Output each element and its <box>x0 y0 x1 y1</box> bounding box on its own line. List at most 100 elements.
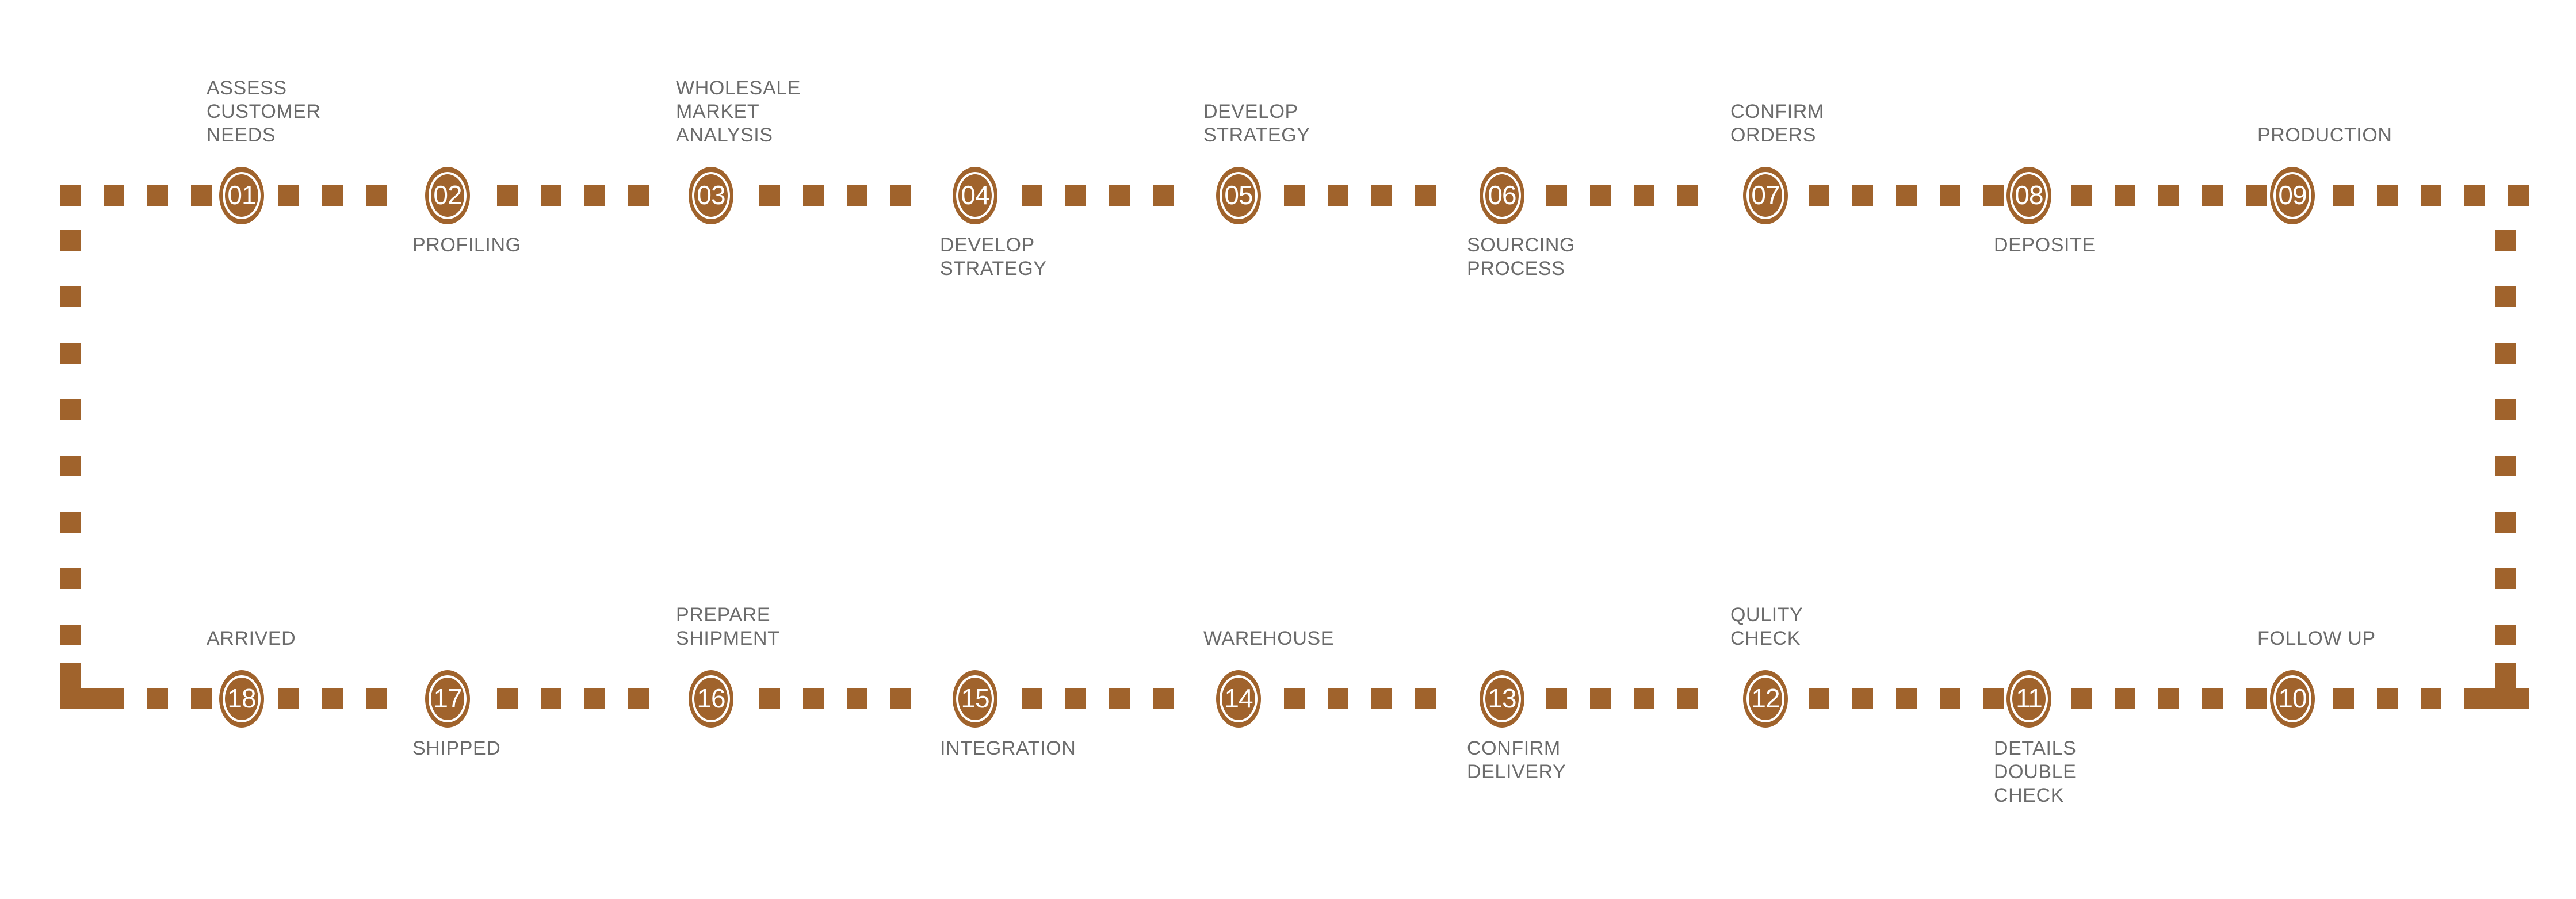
rail-dash-top <box>759 185 780 206</box>
step-number: 15 <box>961 683 989 713</box>
rail-dash-top <box>497 185 518 206</box>
rail-dash-right-vertical <box>2495 512 2516 533</box>
rail-dash-top <box>2421 185 2441 206</box>
step-node-ring-icon <box>692 172 730 219</box>
rail-dash-top <box>1153 185 1174 206</box>
step-label-11: DETAILS DOUBLE CHECK <box>1994 737 2077 806</box>
rail-dash-left-vertical <box>60 399 81 420</box>
step-label-01: ASSESS CUSTOMER NEEDS <box>207 77 321 146</box>
rail-dash-bottom <box>759 688 780 709</box>
rail-dash-bottom <box>803 688 824 709</box>
rail-dash-top <box>2115 185 2135 206</box>
step-node-ring-icon <box>1746 675 1784 722</box>
step-node-14[interactable]: 14 <box>1216 670 1261 728</box>
rail-corner-bottom-right-foot <box>2471 688 2516 709</box>
step-label-02: PROFILING <box>412 234 521 256</box>
step-label-05: DEVELOP STRATEGY <box>1203 101 1310 146</box>
rail-dash-bottom <box>104 688 124 709</box>
step-node-02[interactable]: 02 <box>425 167 470 224</box>
rail-dash-top <box>366 185 387 206</box>
rail-dash-left-vertical <box>60 512 81 533</box>
step-node-12[interactable]: 12 <box>1743 670 1788 728</box>
rail-dash-top <box>541 185 561 206</box>
rail-dash-bottom <box>2246 688 2267 709</box>
step-number: 12 <box>1751 683 1780 713</box>
step-label-18: ARRIVED <box>207 628 296 649</box>
rail-dash-top <box>278 185 299 206</box>
step-node-ring-icon <box>2010 675 2048 722</box>
rail-dash-top <box>1983 185 2004 206</box>
rail-dash-top <box>2071 185 2092 206</box>
rail-dash-left-vertical <box>60 286 81 307</box>
rail-dash-bottom <box>1852 688 1873 709</box>
step-node-10[interactable]: 10 <box>2270 670 2315 728</box>
rail-dash-bottom <box>1328 688 1348 709</box>
rail-dash-bottom <box>2333 688 2354 709</box>
rail-dash-bottom <box>1284 688 1305 709</box>
step-number: 13 <box>1488 683 1516 713</box>
rail-dash-bottom <box>1809 688 1829 709</box>
step-number: 05 <box>1224 180 1253 210</box>
rail-dash-left-vertical <box>60 343 81 364</box>
rail-dash-right-vertical <box>2495 456 2516 476</box>
step-node-03[interactable]: 03 <box>689 167 733 224</box>
step-node-08[interactable]: 08 <box>2006 167 2051 224</box>
step-node-01[interactable]: 01 <box>219 167 264 224</box>
rail-dash-right-vertical <box>2495 230 2516 251</box>
rail-dash-top <box>104 185 124 206</box>
step-label-04: DEVELOP STRATEGY <box>940 234 1047 280</box>
rail-dash-top <box>1546 185 1567 206</box>
step-node-15[interactable]: 15 <box>953 670 997 728</box>
step-number: 14 <box>1224 683 1253 713</box>
rail-dash-bottom <box>2202 688 2223 709</box>
step-number: 04 <box>961 180 989 210</box>
rail-dash-top <box>2508 185 2529 206</box>
rail-dash-right-vertical <box>2495 286 2516 307</box>
rail-dash-top <box>803 185 824 206</box>
step-number: 06 <box>1488 180 1516 210</box>
step-node-05[interactable]: 05 <box>1216 167 1261 224</box>
rail-dash-top <box>1634 185 1654 206</box>
rail-dash-bottom <box>584 688 605 709</box>
rail-dash-top <box>2158 185 2179 206</box>
step-node-18[interactable]: 18 <box>219 670 264 728</box>
step-node-04[interactable]: 04 <box>953 167 997 224</box>
rail-dash-left-vertical <box>60 625 81 645</box>
step-node-06[interactable]: 06 <box>1480 167 1524 224</box>
rail-dash-top <box>1852 185 1873 206</box>
step-node-16[interactable]: 16 <box>689 670 733 728</box>
rail-dash-bottom <box>278 688 299 709</box>
rail-dash-top <box>2202 185 2223 206</box>
rail-dash-top <box>2377 185 2398 206</box>
step-label-03: WHOLESALE MARKET ANALYSIS <box>676 77 801 146</box>
step-node-09[interactable]: 09 <box>2270 167 2315 224</box>
step-label-12: QULITY CHECK <box>1730 604 1803 649</box>
step-number: 03 <box>697 180 725 210</box>
rail-dash-bottom <box>322 688 343 709</box>
rail-dash-left-vertical <box>60 568 81 589</box>
step-node-ring-icon <box>692 675 730 722</box>
rail-dash-bottom <box>2071 688 2092 709</box>
rail-dash-bottom <box>1371 688 1392 709</box>
step-label-06: SOURCING PROCESS <box>1467 234 1576 280</box>
step-node-ring-icon <box>1220 675 1258 722</box>
step-number: 10 <box>2278 683 2307 713</box>
step-label-09: PRODUCTION <box>2257 124 2392 146</box>
step-node-17[interactable]: 17 <box>425 670 470 728</box>
rail-dash-right-vertical <box>2495 399 2516 420</box>
step-node-07[interactable]: 07 <box>1743 167 1788 224</box>
rail-dash-bottom <box>2421 688 2441 709</box>
step-label-08: DEPOSITE <box>1994 234 2096 256</box>
rail-dash-top <box>60 185 81 206</box>
step-node-13[interactable]: 13 <box>1480 670 1524 728</box>
rail-dash-bottom <box>1983 688 2004 709</box>
step-node-11[interactable]: 11 <box>2006 670 2051 728</box>
rail-dash-bottom <box>1634 688 1654 709</box>
step-number: 18 <box>227 683 256 713</box>
rail-dash-bottom <box>1546 688 1567 709</box>
step-number: 16 <box>697 683 725 713</box>
rail-dash-bottom <box>366 688 387 709</box>
rail-dash-bottom <box>497 688 518 709</box>
step-label-10: FOLLOW UP <box>2257 628 2376 649</box>
rail-dash-top <box>1809 185 1829 206</box>
